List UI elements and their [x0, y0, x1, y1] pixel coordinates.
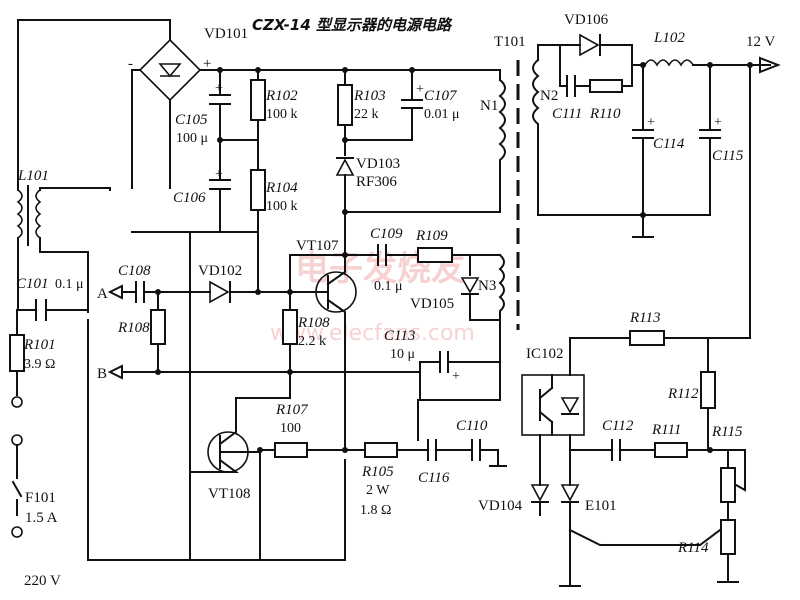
c116-label: C116: [418, 470, 450, 486]
r108b-label: R108: [297, 315, 330, 331]
mains-terminal-2: [11, 526, 23, 538]
c110-label: C110: [456, 418, 488, 434]
svg-text:+: +: [215, 167, 223, 182]
r103-label: R103: [353, 88, 386, 104]
secondary-output: [532, 33, 781, 339]
c108-label: C108: [118, 263, 151, 279]
c101-label: C101: [16, 276, 49, 292]
mains-voltage-label: 220 V: [24, 573, 61, 589]
c101-value: 0.1 μ: [55, 277, 84, 292]
ic102-label: IC102: [526, 346, 564, 362]
l101-coil-left: [16, 189, 23, 239]
port-a-label: A: [97, 286, 108, 302]
vt108-label: VT108: [208, 486, 251, 502]
r107-label: R107: [275, 402, 309, 418]
r104-label: R104: [265, 180, 298, 196]
mains-terminal-1: [11, 396, 23, 408]
l101-label: L101: [17, 168, 49, 184]
r103-value: 22 k: [354, 107, 379, 122]
f101-value: 1.5 A: [25, 510, 58, 526]
c107-value: 0.01 μ: [424, 107, 460, 122]
r105-label: R105: [361, 464, 394, 480]
c111-label: C111: [552, 106, 582, 122]
c112-label: C112: [602, 418, 634, 434]
l102-label: L102: [653, 30, 685, 46]
vd103-value: RF306: [356, 174, 397, 190]
vd101-label: VD101: [204, 26, 248, 42]
r109-label: R109: [415, 228, 448, 244]
junction-dots: [155, 62, 753, 453]
bridge-rectifier-vd101: [131, 38, 501, 189]
e101-label: E101: [585, 498, 617, 514]
r101-label: R101: [23, 337, 56, 353]
svg-text:+: +: [215, 81, 223, 96]
svg-text:+: +: [714, 115, 722, 130]
r105-power: 2 W: [366, 483, 390, 498]
n2-label: N2: [540, 88, 558, 104]
vd103-label: VD103: [356, 156, 400, 172]
c115-label: C115: [712, 148, 744, 164]
r102-value: 100 k: [266, 107, 298, 122]
r107-value: 100: [280, 421, 301, 436]
r112-label: R112: [667, 386, 699, 402]
vd105-label: VD105: [410, 296, 454, 312]
vd102-label: VD102: [198, 263, 242, 279]
c109-value: 0.1 μ: [374, 279, 403, 294]
mains-input: [9, 19, 171, 561]
diagram-title: CZX-14 型显示器的电源电路: [252, 16, 453, 34]
c113-value: 10 μ: [390, 347, 415, 362]
c113-label: C113: [384, 328, 415, 344]
bridge-minus: -: [128, 56, 133, 72]
svg-text:+: +: [416, 82, 424, 97]
c105-c106-stack: [131, 69, 266, 291]
r111-label: R111: [651, 422, 681, 438]
r108b-value: 2.2 k: [298, 334, 326, 349]
feedback-section: [521, 330, 751, 587]
r104-value: 100 k: [266, 199, 298, 214]
r102-label: R102: [265, 88, 298, 104]
c105-label: C105: [175, 112, 208, 128]
protection-section: [87, 231, 507, 561]
n1-label: N1: [480, 98, 498, 114]
r113-label: R113: [629, 310, 661, 326]
r108a-label: R108: [117, 320, 150, 336]
c107-label: C107: [424, 88, 458, 104]
c105-value: 100 μ: [176, 131, 208, 146]
t101-label: T101: [494, 34, 526, 50]
r115-label: R115: [711, 424, 743, 440]
r114-label: R114: [677, 540, 709, 556]
watermark-url: www.elecfans.com: [270, 321, 475, 346]
svg-text:+: +: [647, 115, 655, 130]
vd104-label: VD104: [478, 498, 523, 514]
r105-value: 1.8 Ω: [360, 503, 391, 518]
c106-label: C106: [173, 190, 206, 206]
r101-value: 3.9 Ω: [24, 357, 55, 372]
vd106-label: VD106: [564, 12, 609, 28]
output-voltage-label: 12 V: [746, 34, 775, 50]
bridge-plus: +: [203, 56, 211, 72]
c114-label: C114: [653, 136, 685, 152]
r110-label: R110: [589, 106, 621, 122]
oscillator-section: [107, 211, 505, 451]
n3-label: N3: [478, 278, 496, 294]
svg-text:+: +: [452, 369, 460, 384]
c109-label: C109: [370, 226, 403, 242]
vt107-label: VT107: [296, 238, 339, 254]
snubber-r103-c107: [335, 69, 506, 213]
f101-label: F101: [25, 490, 56, 506]
l101-coil-right: [35, 189, 42, 239]
port-b-label: B: [97, 366, 107, 382]
